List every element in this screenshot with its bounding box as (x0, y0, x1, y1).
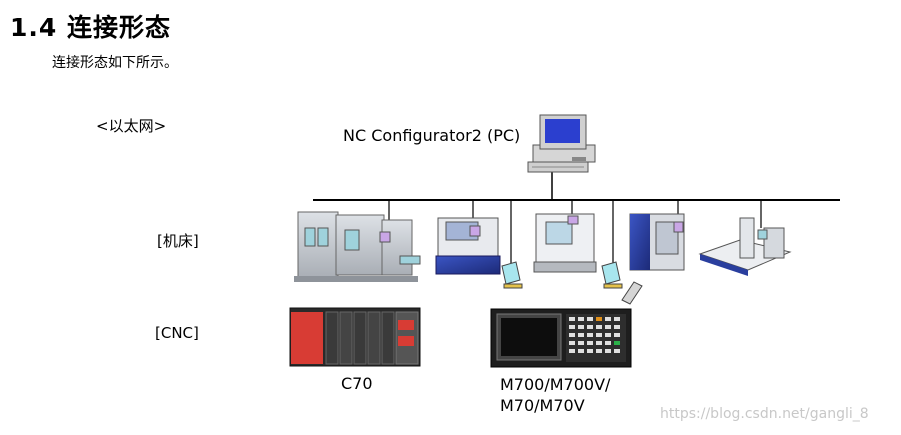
monitor-terminal-2 (601, 261, 623, 289)
handheld-pendant-icon (621, 281, 643, 305)
cnc-label: [CNC] (155, 324, 199, 342)
ethernet-label: <以太网> (96, 117, 167, 135)
watermark: https://blog.csdn.net/gangli_8 (660, 406, 869, 422)
machine-center-white (533, 213, 597, 273)
ethernet-bus (313, 172, 840, 265)
machine-blue-enclosure (629, 213, 685, 271)
m700-cnc-panel-icon (490, 308, 632, 368)
machine-blue-vertical (435, 217, 501, 275)
machine-gantry (698, 217, 792, 276)
m700-label: M700/M700V/ M70/M70V (500, 374, 610, 416)
c70-plc-rack-icon (289, 307, 421, 367)
m700-label-line2: M70/M70V (500, 396, 585, 415)
machine-center-1 (294, 211, 421, 282)
c70-label: C70 (341, 374, 373, 393)
intro-text: 连接形态如下所示。 (52, 55, 178, 71)
monitor-terminal-1 (501, 261, 523, 289)
m700-label-line1: M700/M700V/ (500, 375, 611, 394)
pc-computer-icon (527, 114, 596, 173)
section-heading: 1.4 连接形态 (10, 13, 171, 42)
pc-label: NC Configurator2 (PC) (343, 126, 521, 145)
machine-label: [机床] (157, 232, 199, 250)
